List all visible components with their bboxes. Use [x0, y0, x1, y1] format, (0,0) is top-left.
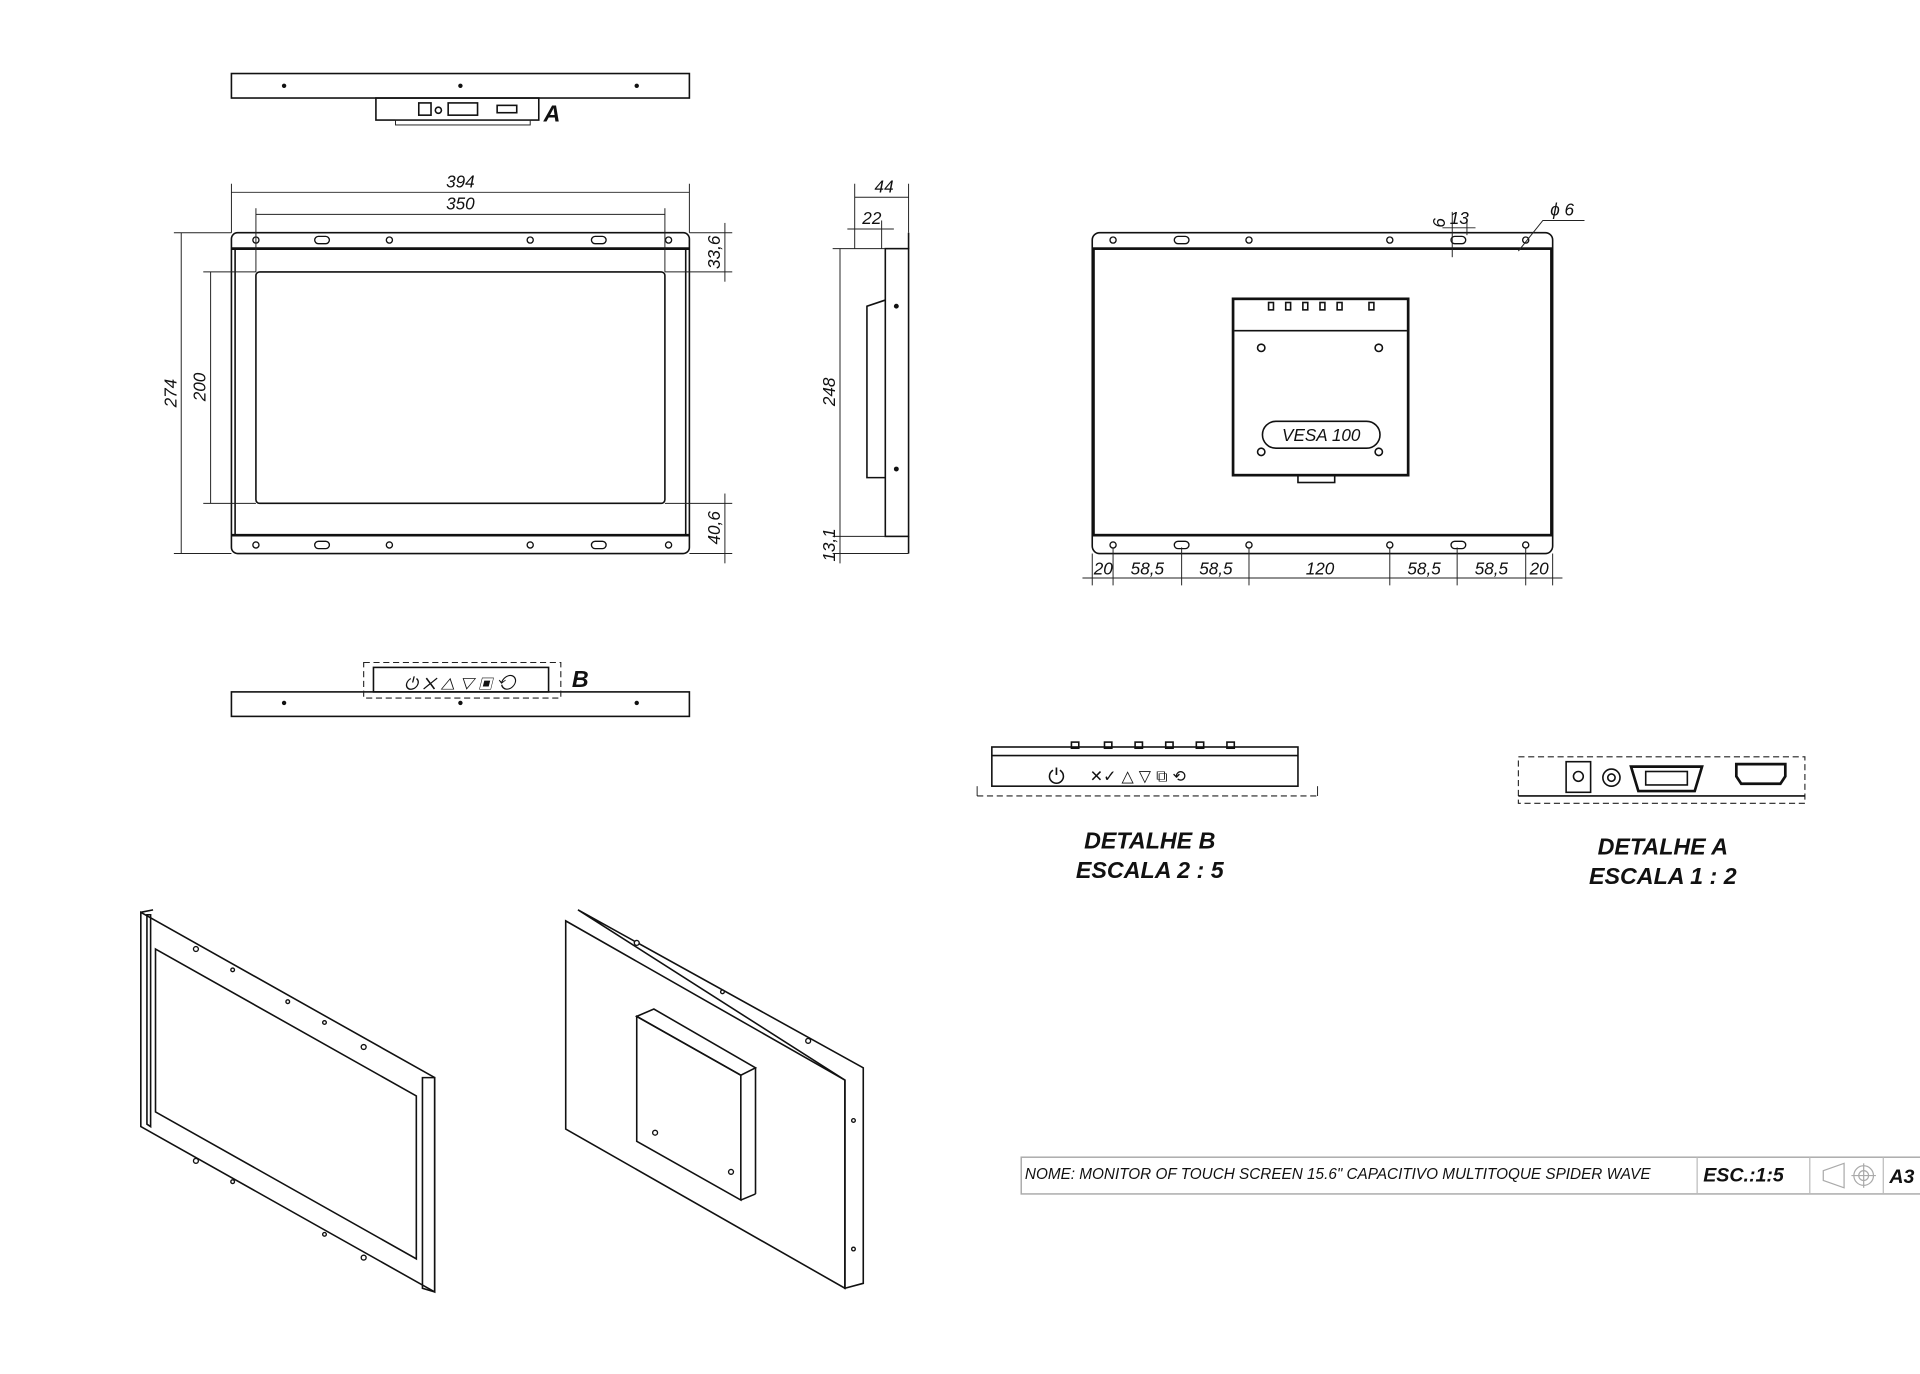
sheet-size: A3	[1888, 1166, 1914, 1188]
detail-b-title: DETALHE B	[1084, 828, 1215, 854]
drawing-scale: ESC.:1:5	[1703, 1165, 1785, 1187]
dim-spacing: 58,5	[1199, 558, 1233, 578]
hole-spacing-dims: 20 58,5 58,5 120 58,5 58,5 20	[1082, 547, 1563, 586]
side-view: 44 22 248 13,1	[819, 176, 910, 564]
dc-power-jack	[1565, 760, 1592, 794]
dim-overall-height: 274	[160, 379, 180, 409]
bottom-view: ⏻ ✕ △ ▽ ▣ ⟲ B	[230, 661, 691, 718]
drawing-name: NOME: MONITOR OF TOUCH SCREEN 15.6" CAPA…	[1025, 1166, 1651, 1183]
dim-screen-width: 350	[446, 193, 475, 213]
detail-a-scale: ESCALA 1 : 2	[1589, 863, 1737, 889]
dim-spacing: 58,5	[1407, 558, 1441, 578]
dim-frame-height: 248	[819, 377, 839, 407]
isometric-back-view	[564, 909, 865, 1290]
dim-hole-diameter: ϕ 6	[1550, 200, 1574, 220]
detail-a: DETALHE A ESCALA 1 : 2	[1517, 756, 1806, 889]
dim-slot-width: 13	[1450, 208, 1470, 228]
detail-b-marker: B	[572, 666, 589, 692]
vesa-label: VESA 100	[1282, 425, 1361, 445]
detail-a-title: DETALHE A	[1598, 834, 1728, 860]
dim-overall-depth: 44	[875, 176, 894, 196]
mounting-holes	[252, 235, 673, 550]
hdmi-port	[1734, 762, 1787, 786]
power-icon: ⏻	[1048, 765, 1065, 789]
controller-box: VESA 100	[1231, 297, 1410, 484]
dim-overall-width: 394	[446, 171, 475, 191]
top-view: A	[230, 72, 691, 126]
button-icons: ⏻ ✕ △ ▽ ▣ ⟲	[404, 673, 517, 693]
detail-a-marker: A	[543, 100, 561, 126]
dim-frame-depth: 22	[861, 208, 882, 228]
dim-spacing: 20	[1093, 558, 1114, 578]
front-view: 394 350 274 200 33,6 40,6	[160, 171, 733, 564]
dim-spacing: 58,5	[1475, 558, 1509, 578]
title-block: NOME: MONITOR OF TOUCH SCREEN 15.6" CAPA…	[1020, 1156, 1920, 1195]
dim-spacing: 58,5	[1131, 558, 1165, 578]
audio-jack	[1602, 768, 1621, 787]
dim-slot-offset: 6	[1429, 218, 1449, 228]
isometric-front-view	[140, 909, 436, 1294]
dim-spacing: 120	[1306, 558, 1335, 578]
vga-port	[1629, 765, 1704, 793]
dim-spacing: 20	[1529, 558, 1550, 578]
first-angle-projection-icon	[1822, 1162, 1876, 1189]
dim-top-margin: 33,6	[704, 235, 724, 269]
back-view: VESA 100 6 13 ϕ 6 20 58,5 58,5 120 58,5 …	[1082, 200, 1585, 586]
control-icons: ✕✓ △ ▽ ⧉ ⟲	[1090, 766, 1186, 785]
dim-screen-height: 200	[190, 372, 210, 402]
dim-bottom-offset: 13,1	[819, 528, 839, 561]
detail-b-scale: ESCALA 2 : 5	[1076, 857, 1225, 883]
back-mounting-holes	[1109, 235, 1530, 550]
detail-b: ⏻ ✕✓ △ ▽ ⧉ ⟲ DETALHE B ESCALA 2 : 5	[976, 741, 1319, 883]
dim-bottom-margin: 40,6	[704, 511, 724, 545]
